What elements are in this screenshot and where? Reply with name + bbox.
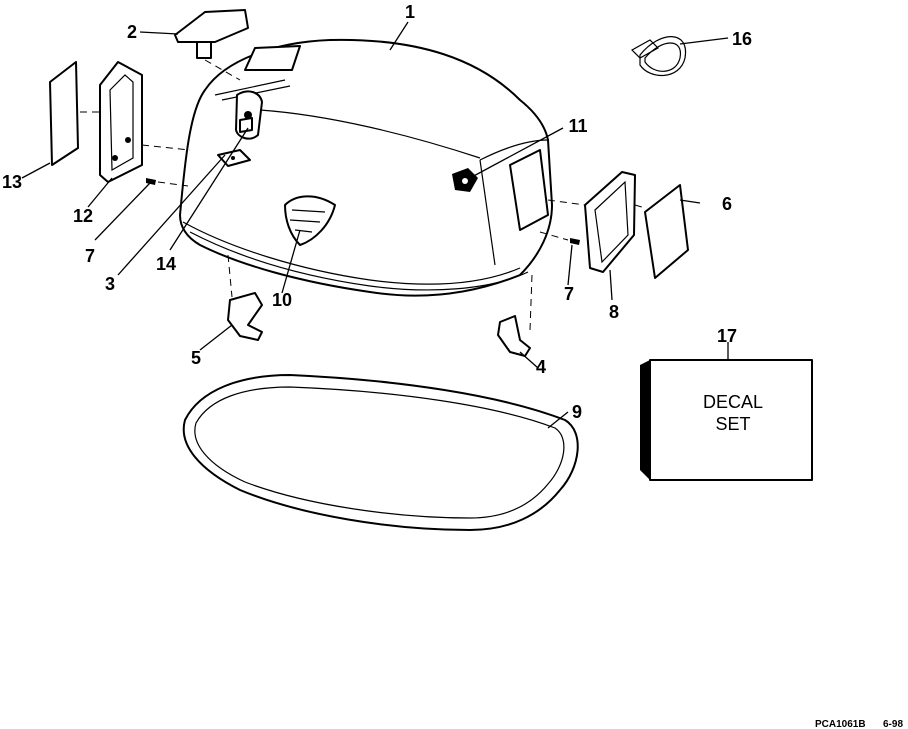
callout-13: 13	[2, 172, 22, 192]
engine-cover	[179, 38, 553, 297]
callout-9: 9	[572, 402, 582, 422]
callout-8: 8	[609, 302, 619, 322]
side-panel	[49, 61, 79, 166]
callout-11: 11	[568, 116, 587, 136]
cap-part	[174, 9, 249, 59]
callout-10: 10	[272, 290, 292, 310]
leader-lines	[21, 21, 729, 429]
callout-5: 5	[191, 348, 201, 368]
decal-label-line-2: SET	[715, 414, 750, 434]
decal-set-box: DECAL SET	[640, 359, 813, 481]
callout-17: 17	[717, 326, 737, 346]
side-cover-frame	[99, 61, 143, 183]
alignment-dashes	[80, 59, 646, 331]
callout-3: 3	[105, 274, 115, 294]
screw-fasteners	[146, 178, 580, 245]
callout-4: 4	[536, 357, 546, 377]
callout-1: 1	[405, 2, 415, 22]
callout-14: 14	[156, 254, 176, 274]
callout-7-left: 7	[85, 246, 95, 266]
callout-2: 2	[127, 22, 137, 42]
seal-gasket	[182, 374, 579, 531]
wire-harness	[631, 36, 687, 77]
front-frame	[584, 171, 636, 273]
front-panel	[644, 184, 689, 279]
cover-hardware-parts	[217, 117, 253, 167]
mount-brackets	[227, 292, 531, 357]
callout-16: 16	[732, 29, 752, 49]
callout-12: 12	[73, 206, 93, 226]
reference-date: 6-98	[883, 719, 903, 729]
reference-code: PCA1061B	[815, 719, 866, 729]
callout-7-right: 7	[564, 284, 574, 304]
callout-6: 6	[722, 194, 732, 214]
decal-label-line-1: DECAL	[703, 392, 763, 412]
